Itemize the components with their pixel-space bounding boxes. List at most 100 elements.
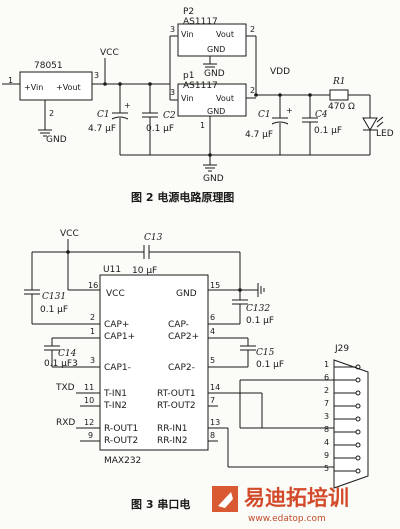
c1-polarity: + xyxy=(124,101,131,110)
pin-num-5: 5 xyxy=(210,356,215,365)
pin-rrin2: RR-IN2 xyxy=(157,436,188,446)
pin-num-16: 16 xyxy=(88,281,98,290)
pin-cap1m: CAP1- xyxy=(104,363,131,373)
pin-rtout2: RT-OUT2 xyxy=(157,401,196,411)
led-diode xyxy=(362,117,378,131)
figure-2-caption: 图 2 电源电路原理图 xyxy=(131,190,234,204)
j29-pin: 6 xyxy=(324,373,329,382)
j29-ref: J29 xyxy=(334,344,349,354)
c131-name: C131 xyxy=(42,292,66,302)
figure-3-caption: 图 3 串口电 xyxy=(131,497,190,511)
j29-pin: 2 xyxy=(324,386,329,395)
c132-name: C132 xyxy=(246,304,270,314)
regulator-78051 xyxy=(19,71,93,101)
pin-num-4: 4 xyxy=(210,327,215,336)
j29-pin: 9 xyxy=(324,451,329,460)
c3-name: C1 xyxy=(258,110,271,120)
p2-gnd: GND xyxy=(204,69,225,79)
c1-name: C1 xyxy=(97,110,110,120)
c14-value: 0.1 μF3 xyxy=(44,359,78,369)
pin-num-12: 12 xyxy=(84,418,94,427)
pin-capm: CAP- xyxy=(168,320,189,330)
chip-max232 xyxy=(99,274,209,451)
c4-name: C4 xyxy=(315,110,328,120)
r1-value: 470 Ω xyxy=(328,102,355,112)
reg1-pin3: 3 xyxy=(94,71,99,80)
serial-circuit: U11 MAX232 VCC GND CAP+ CAP1+ CAP- CAP2+… xyxy=(24,229,369,489)
c131-value: 0.1 μF xyxy=(40,305,68,315)
pin-num-3: 3 xyxy=(90,356,95,365)
pin-num-6: 6 xyxy=(210,313,215,322)
p2-ref: P2 xyxy=(183,7,194,17)
c132-value: 0.1 μF xyxy=(246,316,274,326)
watermark-text: 易迪拓培训 xyxy=(244,486,349,510)
pin-num-15: 15 xyxy=(210,281,220,290)
pin-num-1: 1 xyxy=(90,327,95,336)
p2-pin2: 2 xyxy=(250,25,255,34)
j29-pin: 3 xyxy=(324,412,329,421)
pin-num-10: 10 xyxy=(84,396,94,405)
p1-vout: Vout xyxy=(216,94,234,103)
pin-rtout1: RT-OUT1 xyxy=(157,389,196,399)
c4-value: 0.1 μF xyxy=(314,126,342,136)
vcc-label-1: VCC xyxy=(100,48,119,58)
chip-part: MAX232 xyxy=(104,456,141,466)
pin-cap2p: CAP2+ xyxy=(168,332,199,342)
rxd-label: RXD xyxy=(56,418,75,428)
power-circuit: 78051 +Vin +Vout 1 3 2 GND VCC + C1 4.7 … xyxy=(2,7,394,184)
c1-value: 4.7 μF xyxy=(88,124,116,134)
watermark: 易迪拓培训 www.edatop.com xyxy=(212,486,349,524)
resistor-r1 xyxy=(329,89,349,101)
pin-num-7: 7 xyxy=(210,396,215,405)
p2-gnd-pin: GND xyxy=(207,45,225,54)
j29-pin: 7 xyxy=(324,399,329,408)
led-label: LED xyxy=(376,129,394,139)
pin-rout2: R-OUT2 xyxy=(104,436,138,446)
c13-value: 10 μF xyxy=(132,266,157,276)
p1-vin: Vin xyxy=(181,94,194,103)
p1-ref: p1 xyxy=(183,71,194,81)
pin-vcc: VCC xyxy=(106,289,125,299)
reg1-vout: +Vout xyxy=(56,83,81,92)
c13-name: C13 xyxy=(144,233,163,243)
reg1-part: 78051 xyxy=(34,61,63,71)
p2-pin3: 3 xyxy=(170,25,175,34)
p2-vin: Vin xyxy=(181,30,194,39)
p1-pin2: 2 xyxy=(250,86,255,95)
j29-pin: 4 xyxy=(324,438,329,447)
db9-connector xyxy=(333,359,369,489)
c15-value: 0.1 μF xyxy=(256,360,284,370)
watermark-url: www.edatop.com xyxy=(248,514,326,524)
vcc-label-2: VCC xyxy=(60,229,79,239)
pin-cap2m: CAP2- xyxy=(168,363,195,373)
j29-pins: 1 6 2 7 3 8 4 9 5 xyxy=(324,360,329,473)
pin-num-13: 13 xyxy=(210,418,220,427)
pin-num-11: 11 xyxy=(84,383,94,392)
j29-pin: 1 xyxy=(324,360,329,369)
pin-num-8: 8 xyxy=(210,431,215,440)
pin-num-9: 9 xyxy=(88,431,93,440)
p1-pin1: 1 xyxy=(200,121,205,130)
txd-label: TXD xyxy=(55,383,75,393)
c15-name: C15 xyxy=(256,348,275,358)
p1-pin3: 3 xyxy=(170,88,175,97)
pin-capp: CAP+ xyxy=(104,320,129,330)
pin-num-2: 2 xyxy=(90,313,95,322)
reg1-gnd: GND xyxy=(46,135,67,145)
r1-name: R1 xyxy=(332,77,346,87)
reg1-vin: +Vin xyxy=(24,83,43,92)
pin-gnd: GND xyxy=(176,289,197,299)
vdd-label: VDD xyxy=(270,67,290,77)
c14-name: C14 xyxy=(58,349,77,359)
reg1-pin1: 1 xyxy=(8,76,13,85)
c3-value: 4.7 μF xyxy=(245,130,273,140)
p2-vout: Vout xyxy=(216,30,234,39)
pin-rrin1: RR-IN1 xyxy=(157,424,188,434)
pin-cap1p: CAP1+ xyxy=(104,332,135,342)
j29-pin: 8 xyxy=(324,425,329,434)
p2-part: AS1117 xyxy=(183,17,218,27)
p1-gnd-pin: GND xyxy=(207,107,225,116)
c3-polarity: + xyxy=(286,106,293,115)
reg1-pin2: 2 xyxy=(49,109,54,118)
